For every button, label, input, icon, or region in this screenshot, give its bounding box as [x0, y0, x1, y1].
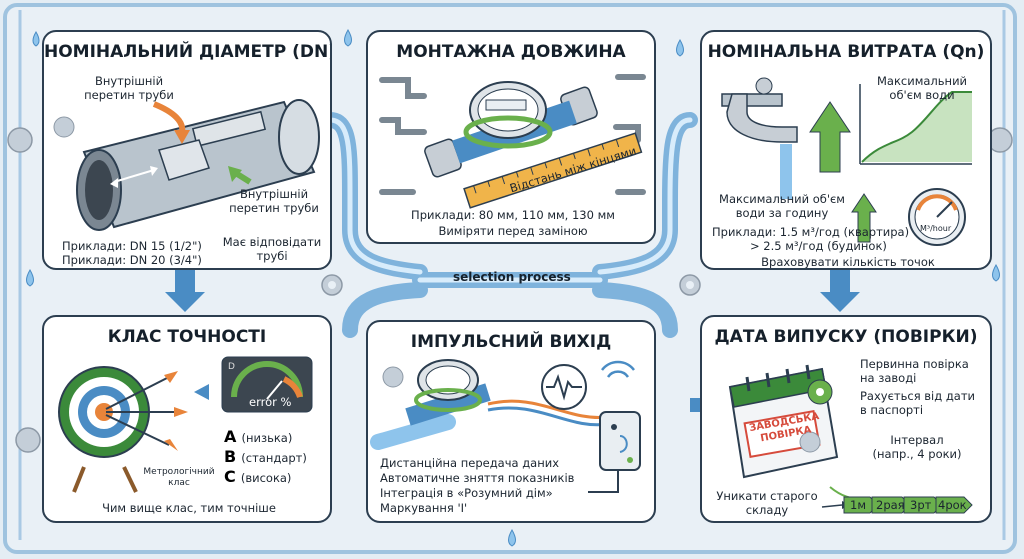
panel-title: НОМІНАЛЬНА ВИТРАТА (Qn): [707, 42, 985, 62]
panel-pulse-output: ІМПУЛЬСНИЙ ВИХІД Дистанційна передача да…: [366, 320, 656, 523]
avoid-old-stock: Уникати старого складу: [712, 489, 822, 517]
gauge-unit: M³/hour: [920, 224, 952, 233]
factory-check-line1: Первинна повірка: [860, 357, 969, 371]
panel-nominal-diameter: НОМІНАЛЬНИЙ ДІАМЕТР (DN) Внутрішній пере…: [42, 30, 332, 270]
flow-hourly-line2: води за годину: [735, 206, 829, 220]
pulse-meter-illustration: [370, 359, 641, 493]
dn-label-top: Внутрішній перетин труби: [74, 74, 184, 102]
step-4: 4рок: [938, 498, 967, 512]
class-text-c: (висока): [240, 471, 292, 485]
flow-example-1: Приклади: 1.5 м³/год (квартира): [712, 225, 910, 239]
metrology-line1: Метрологічний: [143, 467, 215, 477]
class-letter-c: C: [224, 467, 236, 486]
gauge-d-label: D: [228, 362, 235, 372]
meter-ruler-illustration: [379, 74, 646, 209]
class-letter-b: B: [224, 447, 237, 466]
factory-check-line2: на заводі: [860, 371, 917, 385]
faucet-chart-illustration: [721, 77, 972, 246]
dn-label-right-line1: Внутрішній: [239, 187, 309, 201]
class-text-b: (стандарт): [241, 451, 307, 465]
dn-note-line2: трубі: [256, 249, 288, 263]
dn-label-right: Внутрішній перетин труби: [219, 187, 329, 215]
error-gauge-label: error %: [249, 395, 292, 409]
flow-hourly: Максимальний об'єм води за годину: [712, 192, 852, 220]
class-row-c: C (висока): [224, 467, 307, 487]
interval: Інтервал (напр., 4 роки): [862, 433, 972, 461]
dn-examples: Приклади: DN 15 (1/2") Приклади: DN 20 (…: [62, 239, 202, 267]
panel-title: НОМІНАЛЬНИЙ ДІАМЕТР (DN): [44, 42, 332, 62]
interval-line2: (напр., 4 роки): [872, 447, 962, 461]
pipe-cross-section-illustration: [53, 99, 320, 231]
flow-note: Враховувати кількість точок: [761, 255, 935, 269]
step-1: 1м: [850, 498, 866, 512]
counted-line2: в паспорті: [860, 403, 924, 417]
counted-line1: Рахується від дати: [860, 389, 976, 403]
accuracy-note: Чим вище клас, тим точніше: [102, 501, 276, 515]
pulse-line-1: Дистанційна передача даних: [380, 456, 560, 470]
flow-examples: Приклади: 1.5 м³/год (квартира) > 2.5 м³…: [712, 225, 909, 253]
dn-label-top-line2: перетин труби: [84, 88, 174, 102]
dn-label-right-line2: перетин труби: [229, 201, 319, 215]
dn-example-1: Приклади: DN 15 (1/2"): [62, 239, 202, 253]
class-text-a: (низька): [241, 431, 293, 445]
class-row-a: A (низька): [224, 427, 307, 447]
panel-installation-length: МОНТАЖНА ДОВЖИНА: [366, 30, 656, 244]
interval-line1: Інтервал: [890, 433, 944, 447]
flow-arrows: [165, 270, 860, 312]
calendar-illustration: [728, 364, 973, 514]
flow-example-2: > 2.5 м³/год (будинок): [750, 239, 887, 253]
dn-note: Має відповідати трубі: [222, 235, 322, 263]
class-row-b: B (стандарт): [224, 447, 307, 467]
dn-example-2: Приклади: DN 20 (3/4"): [62, 253, 202, 267]
flow-hourly-line1: Максимальний об'єм: [719, 192, 845, 206]
panel-title: КЛАС ТОЧНОСТІ: [107, 327, 267, 347]
step-3: 3рт: [910, 498, 932, 512]
pulse-line-2: Автоматичне зняття показників: [380, 471, 575, 485]
panel-title: МОНТАЖНА ДОВЖИНА: [396, 42, 626, 62]
accuracy-class-list: A (низька) B (стандарт) C (висока): [224, 427, 307, 487]
flow-chart-label-line2: об'єм води: [889, 88, 955, 102]
center-label: selection process: [453, 270, 571, 284]
dn-label-top-line1: Внутрішній: [94, 74, 164, 88]
pulse-line-4: Маркування 'І': [380, 501, 468, 515]
panel-title: ІМПУЛЬСНИЙ ВИХІД: [410, 332, 612, 352]
length-note: Виміряти перед заміною: [438, 224, 588, 238]
flow-chart-label: Максимальний об'єм води: [862, 74, 982, 102]
flow-chart-label-line1: Максимальний: [876, 74, 968, 88]
class-letter-a: A: [224, 427, 237, 446]
panel-release-date: ДАТА ВИПУСКУ (ПОВІРКИ) ЗАВОДСЬКА ПОВІРКА…: [700, 315, 992, 523]
dn-note-line1: Має відповідати: [222, 235, 322, 249]
panel-accuracy-class: КЛАС ТОЧНОСТІ D error % A (низька) B (ст…: [42, 315, 332, 523]
pulse-lines: Дистанційна передача даних Автоматичне з…: [380, 456, 574, 516]
avoid-line1: Уникати старого: [716, 489, 818, 503]
panel-title: ДАТА ВИПУСКУ (ПОВІРКИ): [714, 327, 978, 347]
counted-from: Рахується від дати в паспорті: [860, 389, 975, 417]
panel-nominal-flow: НОМІНАЛЬНА ВИТРАТА (Qn) Максимальний об'…: [700, 30, 992, 270]
metrology-line2: клас: [168, 478, 190, 488]
pulse-line-3: Інтеграція в «Розумний дім»: [380, 486, 553, 500]
step-2: 2рая: [876, 498, 905, 512]
metrology-label: Метрологічний клас: [139, 467, 219, 489]
avoid-line2: складу: [745, 503, 789, 517]
factory-check: Первинна повірка на заводі: [860, 357, 969, 385]
target-gauge-illustration: [58, 356, 313, 493]
length-examples: Приклади: 80 мм, 110 мм, 130 мм: [411, 208, 615, 222]
